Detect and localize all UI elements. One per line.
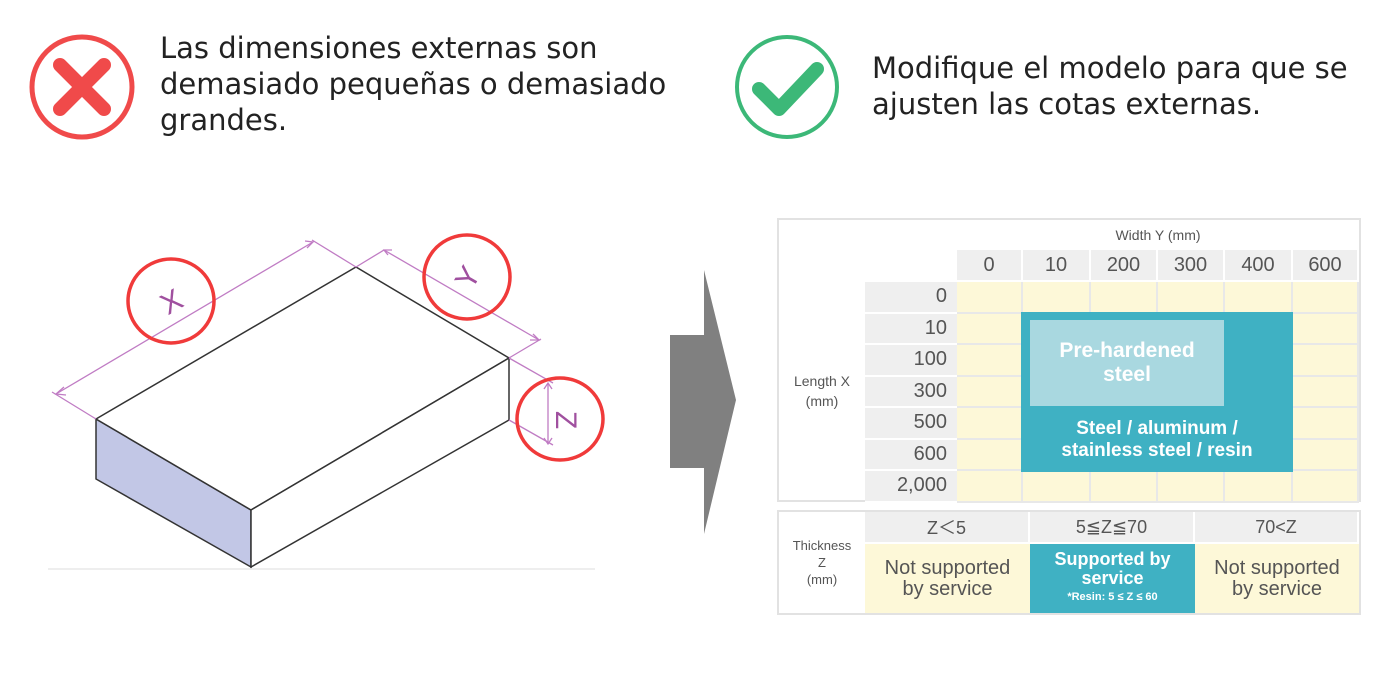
- x-label: X: [155, 283, 189, 322]
- materials-line: stainless steel / resin: [1061, 440, 1253, 461]
- width-value: 200: [1091, 250, 1158, 282]
- cell-line: service: [1081, 568, 1144, 588]
- grid-cell: [1293, 471, 1359, 503]
- resin-note: *Resin: 5 ≤ Z ≤ 60: [1067, 591, 1158, 603]
- problem-line: Las dimensiones externas son: [160, 31, 598, 65]
- thickness-label-line: Thickness: [792, 538, 852, 553]
- length-value: 2,000: [865, 471, 957, 503]
- y-callout-circle: [422, 233, 512, 321]
- grid-cell: [957, 408, 1023, 440]
- thickness-header: 70<Z: [1195, 512, 1359, 544]
- grid-cell: [1158, 471, 1225, 503]
- grid-cell: [1293, 408, 1359, 440]
- grid-cell: [1293, 282, 1359, 314]
- cell-line: Not supported: [884, 556, 1011, 579]
- grid-cell: [1225, 471, 1293, 503]
- grid-cell: [957, 439, 1023, 471]
- cell-line: by service: [1231, 577, 1323, 600]
- width-value: 400: [1225, 250, 1293, 282]
- cell-line: Supported by: [1054, 549, 1171, 569]
- grid-cell: [1293, 345, 1359, 377]
- problem-line: grandes.: [160, 103, 288, 137]
- grid-cell: [1023, 282, 1091, 314]
- solution-text: Modifique el modelo para que se ajusten …: [872, 50, 1348, 122]
- length-value: 10: [865, 313, 957, 345]
- cross-icon: [28, 33, 136, 141]
- grid-cell: [957, 313, 1023, 345]
- cell-line: Not supported: [1214, 556, 1340, 579]
- thickness-header: 5≦Z≦70: [1030, 512, 1195, 544]
- grid-cell: [957, 471, 1023, 503]
- width-value: 0: [957, 250, 1023, 282]
- thickness-table: Thickness Z (mm) Z＜5 5≦Z≦70 70<Z Not sup…: [777, 510, 1361, 615]
- grid-cell: [957, 345, 1023, 377]
- length-header-line: (mm): [805, 393, 839, 409]
- materials-line: Steel / aluminum /: [1076, 418, 1238, 439]
- length-value: 300: [865, 376, 957, 408]
- width-value: 300: [1158, 250, 1225, 282]
- cell-line: by service: [902, 577, 993, 600]
- arrow-right-icon: [670, 270, 736, 534]
- z-label: Z: [549, 411, 582, 429]
- thickness-header: Z＜5: [865, 512, 1030, 544]
- grid-cell: [957, 282, 1023, 314]
- width-value: 10: [1023, 250, 1091, 282]
- grid-cell: [1225, 282, 1293, 314]
- thickness-label: Thickness Z (mm): [779, 512, 865, 613]
- length-header-line: Length X: [793, 373, 851, 389]
- length-value: 100: [865, 345, 957, 377]
- length-header: Length X (mm): [779, 282, 865, 500]
- grid-cell: [1158, 282, 1225, 314]
- pre-hardened-region: Pre-hardened steel: [1030, 320, 1224, 406]
- solution-line: ajusten las cotas externas.: [872, 87, 1262, 121]
- thickness-cell-not-supported: Not supported by service: [1195, 544, 1359, 613]
- x-callout-circle: [126, 257, 216, 345]
- grid-cell: [1023, 471, 1091, 503]
- thickness-label-line: Z: [818, 555, 826, 570]
- length-value: 600: [865, 439, 957, 471]
- y-label: Y: [449, 261, 488, 295]
- pre-hardened-line: Pre-hardened: [1059, 339, 1195, 362]
- thickness-cell-not-supported: Not supported by service: [865, 544, 1030, 613]
- grid-cell: [1091, 282, 1158, 314]
- check-icon: [733, 33, 841, 141]
- grid-cell: [1293, 313, 1359, 345]
- length-value: 0: [865, 282, 957, 314]
- length-value: 500: [865, 408, 957, 440]
- problem-line: demasiado pequeñas o demasiado: [160, 67, 667, 101]
- grid-cell: [957, 376, 1023, 408]
- width-value: 600: [1293, 250, 1359, 282]
- grid-cell: [1293, 376, 1359, 408]
- grid-cell: [1293, 439, 1359, 471]
- thickness-cell-supported: Supported by service *Resin: 5 ≤ Z ≤ 60: [1030, 544, 1195, 613]
- thickness-label-line: (mm): [806, 572, 838, 587]
- z-callout-circle: [515, 376, 605, 462]
- pre-hardened-line: steel: [1103, 363, 1151, 386]
- solution-line: Modifique el modelo para que se: [872, 51, 1348, 85]
- width-header: Width Y (mm): [1115, 227, 1201, 243]
- box-dimension-diagram: X Y Z: [48, 233, 605, 570]
- problem-text: Las dimensiones externas son demasiado p…: [160, 30, 666, 138]
- grid-cell: [1091, 471, 1158, 503]
